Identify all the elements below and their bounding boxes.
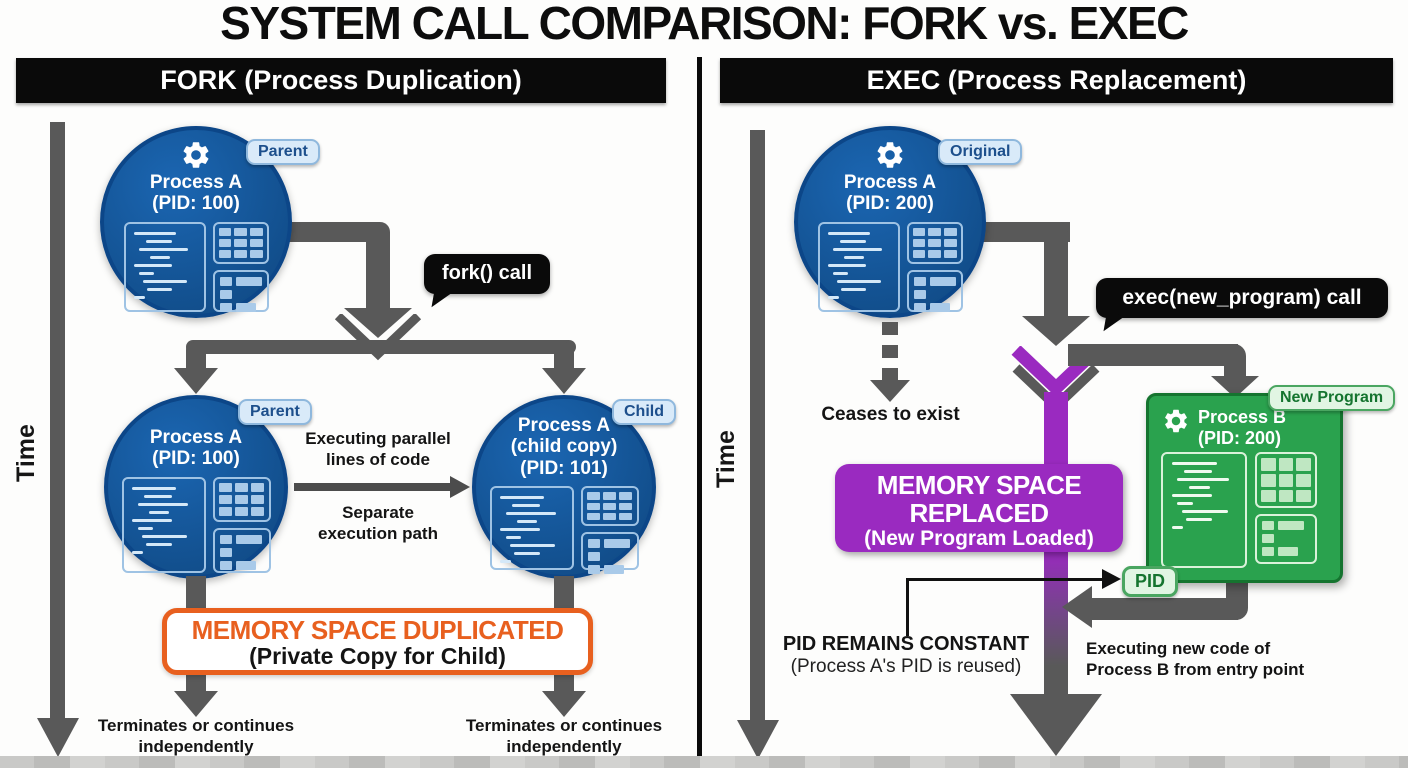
data-blocks-icon xyxy=(580,532,639,575)
bottom-edge-texture xyxy=(0,756,1408,768)
fork-split-left-stub xyxy=(186,342,206,372)
child-badge: Child xyxy=(612,399,676,425)
process-name: Process A xyxy=(149,427,243,448)
memory-duplicated-title: MEMORY SPACE DUPLICATED xyxy=(191,615,564,645)
ceases-arrowhead-icon xyxy=(870,380,910,402)
parent-badge: Parent xyxy=(246,139,320,165)
parent-badge: Parent xyxy=(238,399,312,425)
fork-left-end-arrowhead-icon xyxy=(174,691,218,717)
exec-time-arrowhead-icon xyxy=(737,720,779,759)
process-name: Process B xyxy=(1198,407,1287,427)
fork-left-connector xyxy=(186,576,206,612)
process-pid: (PID: 101) xyxy=(520,457,608,479)
fork-time-arrowhead-icon xyxy=(37,718,79,757)
bubble-tail-icon xyxy=(431,288,454,311)
code-segment-icon xyxy=(123,221,206,312)
data-blocks-icon xyxy=(212,269,269,312)
process-pid: (PID: 100) xyxy=(152,193,240,215)
pid-constant-note-subtitle: (Process A's PID is reused) xyxy=(790,656,1022,677)
process-subname: (child copy) xyxy=(510,436,618,458)
code-segment-icon xyxy=(817,221,900,312)
ceases-to-exist-note: Ceases to exist xyxy=(821,404,960,425)
process-name: Process A xyxy=(149,172,243,193)
exec-branch-vertical-segment xyxy=(1224,344,1246,382)
fork-left-connector-lower xyxy=(186,673,206,693)
fork-outcome-left: Terminates or continues independently xyxy=(97,716,295,756)
return-arrow-horizontal-segment xyxy=(1090,598,1238,620)
original-badge: Original xyxy=(938,139,1023,165)
exec-call-label: exec(new_program) call xyxy=(1122,286,1362,309)
exec-arrowhead-icon xyxy=(1022,316,1090,346)
fork-call-bubble: fork() call xyxy=(424,254,550,311)
memory-grid-icon xyxy=(580,486,639,527)
exec-time-label: Time xyxy=(712,430,740,488)
ceases-dashed-arrow-shaft xyxy=(882,322,898,380)
memory-duplicated-box: MEMORY SPACE DUPLICATED (Private Copy fo… xyxy=(162,608,593,675)
pid-pointer-arrowhead-icon xyxy=(1102,569,1121,589)
code-segment-icon xyxy=(121,476,206,573)
fork-right-connector xyxy=(554,576,574,612)
parallel-arrow-shaft xyxy=(294,483,452,491)
fork-arrow-vertical-segment xyxy=(366,222,390,310)
memory-duplicated-subtitle: (Private Copy for Child) xyxy=(249,643,506,669)
pid-pointer-vertical-line xyxy=(906,578,909,636)
exec-branch-arrowhead-icon xyxy=(1211,376,1259,398)
memory-grid-icon xyxy=(1255,452,1317,509)
gear-icon xyxy=(874,139,906,171)
panel-divider xyxy=(697,57,702,768)
process-pid: (PID: 100) xyxy=(152,448,240,470)
fork-split-bar xyxy=(186,340,576,354)
process-name: Process A xyxy=(843,172,937,193)
process-pid: (PID: 200) xyxy=(1198,427,1282,448)
fork-panel-header: FORK (Process Duplication) xyxy=(16,58,666,103)
exec-flow-arrowhead-icon xyxy=(1010,694,1102,756)
pid-constant-note-title: PID REMAINS CONSTANT xyxy=(782,633,1030,655)
parallel-arrowhead-icon xyxy=(450,476,470,498)
exec-arrow-vertical-segment xyxy=(1044,222,1068,318)
process-node-fork-child: Process A (child copy) (PID: 101) xyxy=(472,395,656,579)
fork-outcome-right: Terminates or continues independently xyxy=(465,716,663,756)
process-node-fork-parent-after: Process A (PID: 100) xyxy=(104,395,288,579)
exec-call-bubble: exec(new_program) call xyxy=(1096,278,1388,335)
fork-chevron-icon xyxy=(334,314,422,361)
exec-new-code-note: Executing new code of Process B from ent… xyxy=(1086,639,1305,680)
fork-time-arrow-shaft xyxy=(50,122,65,720)
gear-icon xyxy=(1162,407,1190,435)
fork-right-connector-lower xyxy=(554,673,574,693)
data-blocks-icon xyxy=(1255,514,1317,565)
process-node-exec-new: Process B (PID: 200) xyxy=(1146,393,1343,583)
fork-call-label: fork() call xyxy=(441,262,533,284)
gear-icon xyxy=(180,139,212,171)
code-segment-icon xyxy=(1161,452,1247,569)
new-program-badge: New Program xyxy=(1268,385,1396,411)
fork-right-end-arrowhead-icon xyxy=(542,691,586,717)
data-blocks-icon xyxy=(906,269,963,312)
bubble-tail-icon xyxy=(1103,312,1126,335)
fork-split-left-arrowhead-icon xyxy=(174,368,218,394)
memory-replaced-title: MEMORY SPACE REPLACED xyxy=(876,470,1082,529)
data-blocks-icon xyxy=(212,527,271,573)
page-title: SYSTEM CALL COMPARISON: FORK vs. EXEC xyxy=(220,0,1189,49)
pid-badge: PID xyxy=(1122,566,1179,597)
fork-arrow-horizontal-segment xyxy=(288,222,380,242)
return-arrowhead-icon xyxy=(1062,586,1092,628)
memory-replaced-subtitle: (New Program Loaded) xyxy=(864,527,1094,551)
fork-split-right-stub xyxy=(554,342,574,372)
process-name: Process A xyxy=(517,415,611,436)
memory-grid-icon xyxy=(212,476,271,522)
exec-branch-horizontal-segment xyxy=(1068,344,1238,366)
memory-grid-icon xyxy=(212,221,269,264)
fork-split-right-arrowhead-icon xyxy=(542,368,586,394)
code-segment-icon xyxy=(489,486,574,571)
memory-grid-icon xyxy=(906,221,963,264)
pid-pointer-horizontal-line xyxy=(906,578,1104,581)
exec-panel-header: EXEC (Process Replacement) xyxy=(720,58,1393,103)
memory-replaced-box: MEMORY SPACE REPLACED (New Program Loade… xyxy=(835,464,1123,552)
fork-time-label: Time xyxy=(12,424,40,482)
separate-path-note: Separate execution path xyxy=(318,503,438,544)
exec-time-arrow-shaft xyxy=(750,130,765,722)
process-pid: (PID: 200) xyxy=(846,193,934,215)
parallel-execution-note: Executing parallel lines of code xyxy=(305,429,451,470)
